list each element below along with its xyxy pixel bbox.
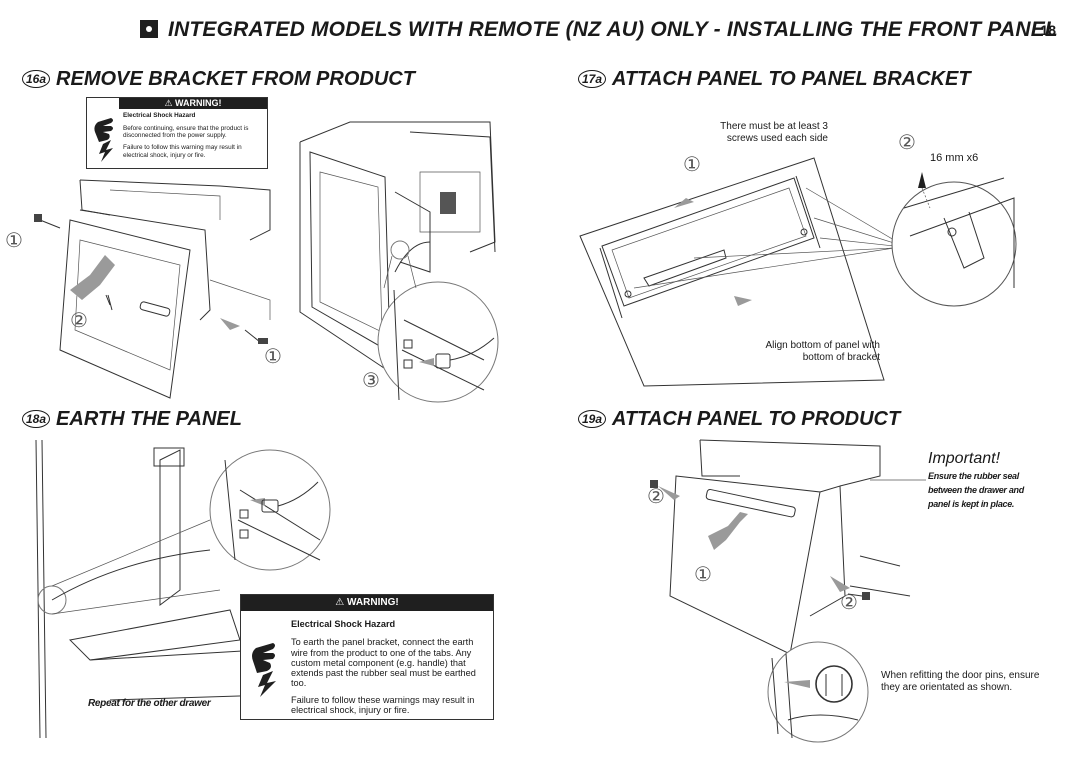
illustration-attach-panel (650, 439, 911, 655)
page-number: 18 (1040, 22, 1056, 38)
illustration-panel-bracket (579, 157, 1017, 387)
callout-1: ① (264, 346, 282, 368)
warning-text: Before continuing, ensure that the produ… (123, 124, 249, 140)
callout-3: ③ (362, 370, 380, 392)
illustration-remove-bracket (34, 179, 271, 399)
page-title: INTEGRATED MODELS WITH REMOTE (NZ AU) ON… (168, 18, 1058, 41)
zoom-earth-connector (377, 281, 499, 403)
step-badge: 17a (578, 70, 607, 88)
bullet-icon (140, 20, 158, 38)
warning-text: Failure to follow this warning may resul… (123, 144, 242, 159)
page-header: INTEGRATED MODELS WITH REMOTE (NZ AU) ON… (140, 18, 1058, 46)
electrical-shock-icon (89, 110, 119, 164)
important-title: Important! (928, 450, 1001, 467)
screw-size-label: 16 mm x6 (930, 152, 979, 164)
step-badge: 19a (578, 410, 607, 428)
warning-label: WARNING! (175, 98, 222, 108)
warning-triangle-icon: ⚠ (335, 597, 345, 608)
caption-repeat: Repeat for the other drawer (88, 698, 211, 709)
warning-text: To earth the panel bracket, connect the … (291, 637, 476, 689)
callout-1: ① (683, 154, 701, 176)
warning-label: WARNING! (347, 597, 399, 608)
warning-text: Failure to follow these warnings may res… (291, 694, 475, 716)
callout-2: ② (898, 132, 916, 154)
zoom-door-pin (767, 641, 869, 743)
warning-box-18a: ⚠ WARNING! Electrical Shock Hazard To ea… (240, 594, 494, 720)
callout-1: ① (694, 564, 712, 586)
warning-triangle-icon: ⚠ (164, 98, 173, 108)
warning-box-16a: ⚠ WARNING! Electrical Shock Hazard Befor… (86, 97, 268, 169)
illustration-cabinet-side (299, 121, 496, 373)
step-badge: 18a (22, 410, 51, 428)
callout-2: ② (647, 486, 665, 508)
important-text: Ensure the rubber seal between the drawe… (928, 471, 1024, 509)
hazard-title: Electrical Shock Hazard (291, 619, 396, 629)
electrical-shock-icon (245, 633, 283, 697)
hazard-title: Electrical Shock Hazard (123, 112, 196, 119)
note-align: Align bottom of panel with bottom of bra… (765, 340, 880, 363)
callout-1: ① (5, 230, 23, 252)
callout-2: ② (70, 310, 88, 332)
step-badge: 16a (22, 70, 51, 88)
note-refit: When refitting the door pins, ensure the… (881, 670, 1040, 693)
callout-2: ② (840, 592, 858, 614)
note-screws: There must be at least 3 screws used eac… (720, 121, 828, 144)
